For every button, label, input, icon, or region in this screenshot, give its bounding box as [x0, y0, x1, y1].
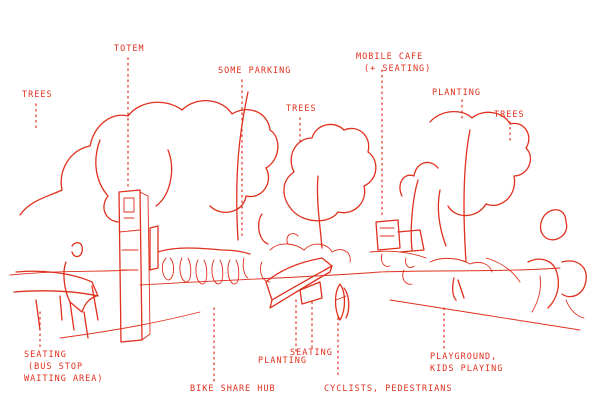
label-bike-share-hub: Bike share hub	[190, 384, 276, 394]
mobile-cafe-sketch	[369, 219, 427, 269]
label-seating-left-3: waiting area)	[24, 374, 104, 384]
totem-structure	[118, 189, 151, 343]
leader-lines	[35, 57, 511, 383]
label-trees-left: Trees	[22, 90, 53, 100]
cyclist-sketch	[334, 283, 350, 321]
bike-share-hub-sketch	[149, 225, 251, 285]
seating-bus-stop-sketch	[13, 241, 99, 339]
label-mobile-cafe-2: (+ seating)	[364, 64, 432, 74]
label-planting-bottom: Planting	[258, 356, 307, 366]
planter-seating-sketch	[259, 233, 351, 309]
label-planting-top: Planting	[432, 88, 481, 98]
label-mobile-cafe-1: Mobile cafe	[356, 52, 424, 62]
label-cyclists-pedestrians: Cyclists, pedestrians	[324, 384, 453, 394]
right-edge-figures	[527, 209, 587, 319]
tree-canopy-center	[257, 123, 377, 249]
tree-canopy-right	[399, 111, 531, 263]
label-playground-2: kids playing	[430, 364, 504, 374]
label-seating-left-1: Seating	[24, 350, 67, 360]
label-trees-right: Trees	[494, 110, 525, 120]
tree-canopy-left	[19, 91, 279, 241]
label-totem: Totem	[114, 44, 145, 54]
label-some-parking: Some Parking	[218, 66, 292, 76]
label-playground-1: Playground,	[430, 352, 498, 362]
label-seating-center: Seating	[290, 348, 333, 358]
label-trees-center: Trees	[286, 104, 317, 114]
label-seating-left-2: (Bus stop	[28, 362, 84, 372]
playground-sketch	[402, 257, 521, 301]
